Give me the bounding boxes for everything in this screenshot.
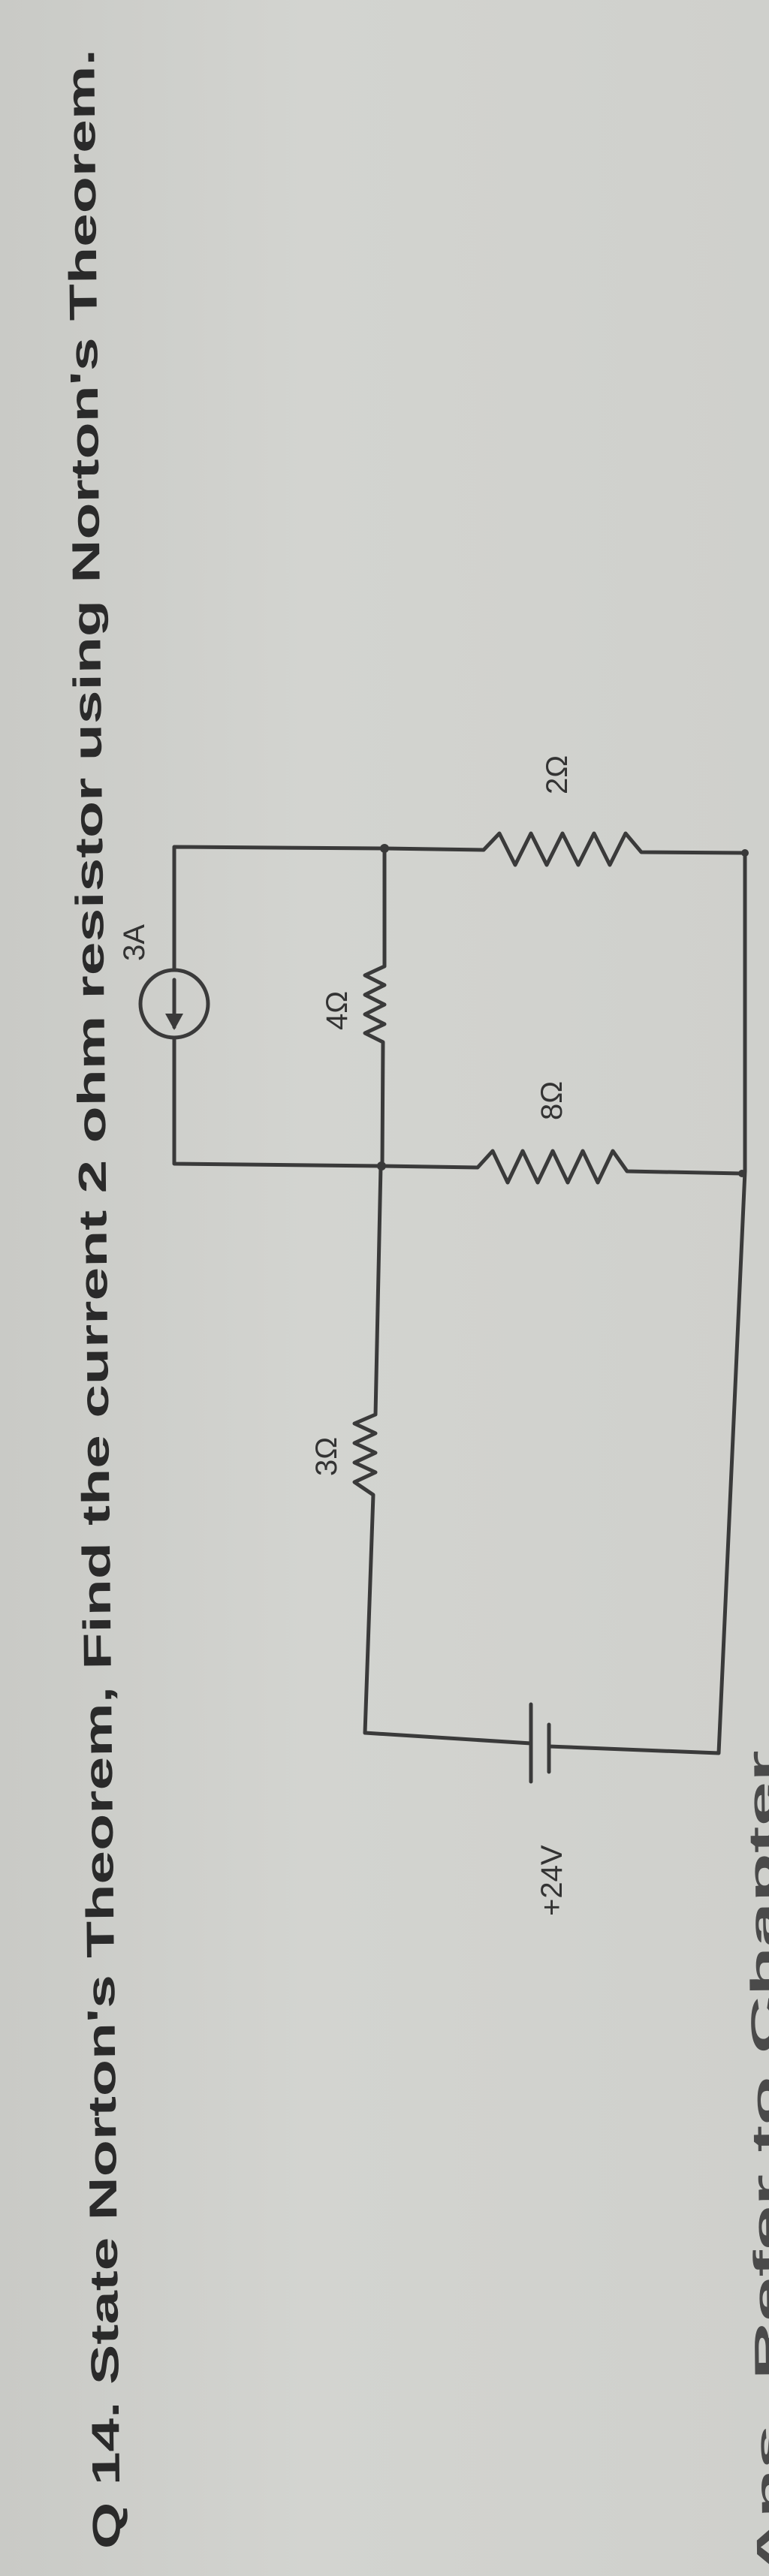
current-source-label: 3A xyxy=(118,924,151,961)
resistor-4ohm-label: 4Ω xyxy=(321,991,354,1030)
resistor-2ohm-label: 2Ω xyxy=(541,755,574,794)
answer-partial-text: Ans. Refer to Chapter xyxy=(740,1750,769,2576)
current-source xyxy=(138,968,210,1040)
resistor-8ohm-label: 8Ω xyxy=(535,1081,568,1120)
resistor-3ohm xyxy=(352,1164,383,1735)
resistor-2ohm xyxy=(382,831,747,1174)
voltage-source-label: +24V xyxy=(535,1845,568,1916)
wire-current-loop xyxy=(172,845,387,1168)
question-text: Q 14. State Norton's Theorem, Find the c… xyxy=(59,49,129,2549)
resistor-3ohm-label: 3Ω xyxy=(310,1437,343,1476)
current-source-circle xyxy=(138,968,210,1040)
junction-nodes xyxy=(377,844,749,1177)
resistor-8ohm xyxy=(380,1149,744,1185)
current-source-arrow-icon xyxy=(165,978,183,1030)
wire-bottom xyxy=(363,1169,747,1755)
resistor-4ohm xyxy=(363,846,387,1168)
battery-icon xyxy=(529,1702,551,1784)
